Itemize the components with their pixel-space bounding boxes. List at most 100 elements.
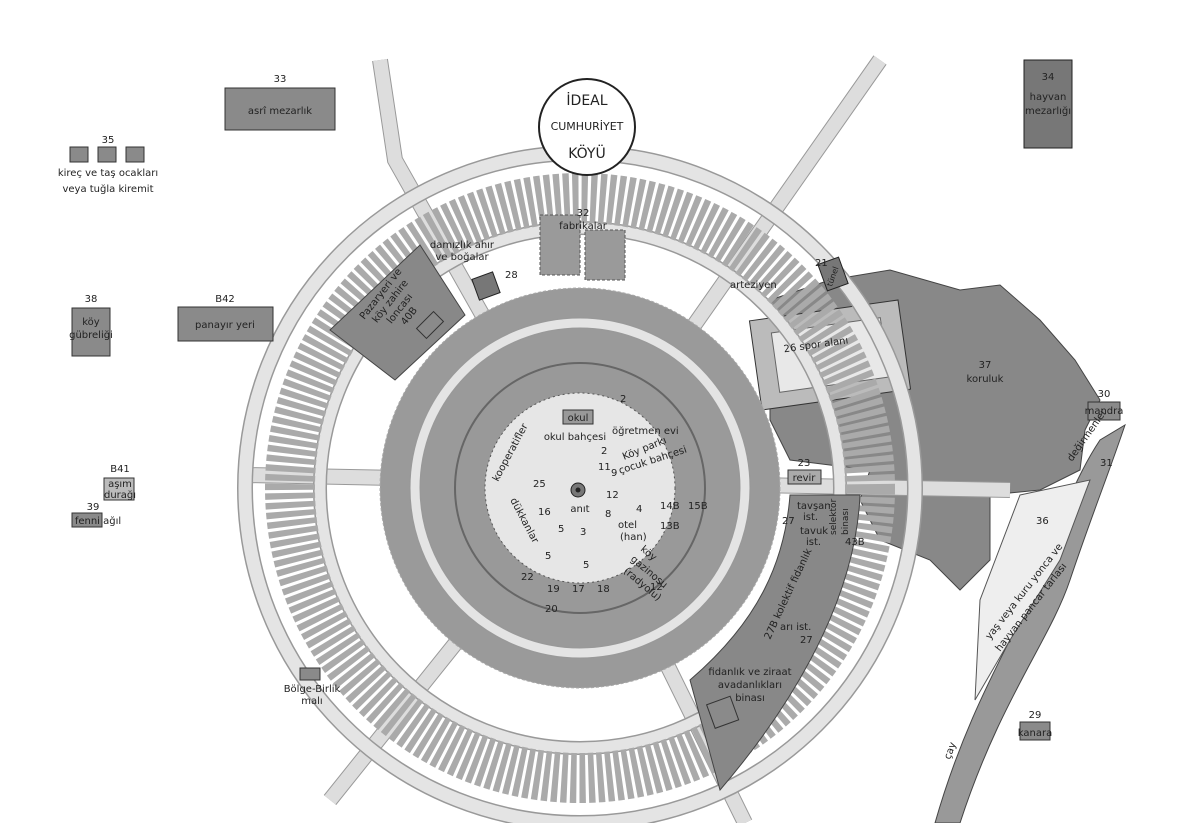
map-shape <box>538 78 636 176</box>
map-label: 25 <box>533 479 546 490</box>
map-label: 16 <box>538 507 551 518</box>
map-label: ist. <box>803 512 818 523</box>
map-shape <box>299 667 321 681</box>
map-label: 38 <box>85 294 98 305</box>
map-shape <box>705 695 740 729</box>
map-label: 32 <box>577 208 590 219</box>
map-label: 33 <box>274 74 287 85</box>
map-shape <box>415 310 445 340</box>
map-shape <box>1019 721 1051 741</box>
map-label: binası <box>841 508 851 535</box>
map-label: köy <box>82 317 100 328</box>
map-label: fenni ağıl <box>75 515 121 527</box>
map-shape <box>787 469 822 485</box>
map-label: 19 <box>547 584 560 595</box>
map-shape <box>177 306 274 342</box>
map-shape <box>539 214 626 281</box>
map-label: 17 <box>572 584 585 595</box>
map-label: 29 <box>1029 710 1042 721</box>
pazaryeri-zone <box>329 244 466 381</box>
map-label: otel <box>618 520 637 531</box>
map-shape <box>817 256 849 292</box>
map-label: 11 <box>598 462 611 473</box>
map-label: 3 <box>580 527 586 538</box>
map-label: fabrikalar <box>559 221 608 232</box>
map-label: kanara <box>1018 728 1052 739</box>
map-label: 37 <box>979 360 992 371</box>
map-label: veya tuğla kiremit <box>62 183 153 195</box>
map-label: 22 <box>521 572 534 583</box>
map-shape <box>1023 59 1073 149</box>
map-label: 34 <box>1042 72 1055 83</box>
map-shape <box>575 487 581 493</box>
map-label: tavuk <box>800 526 828 537</box>
map-shape <box>471 271 501 301</box>
map-shape <box>103 477 135 501</box>
map-label: anıt <box>570 504 589 515</box>
map-label: arteziyen <box>730 280 777 291</box>
map-label: 43B <box>845 537 865 548</box>
map-label: mandra <box>1085 406 1124 417</box>
map-label: Bölge-Birlik <box>284 684 341 695</box>
map-label: 5 <box>558 524 564 535</box>
map-label: gübreliği <box>69 329 113 341</box>
map-label: B41 <box>110 464 130 475</box>
map-label: 23 <box>798 458 811 469</box>
map-label: arı ist. <box>780 622 811 633</box>
map-label: hayvan <box>1030 92 1067 103</box>
yonca-field <box>974 479 1091 701</box>
map-label: KÖYÜ <box>568 144 605 162</box>
map-label: 12 <box>650 582 663 593</box>
map-label: fidanlık ve ziraat <box>708 667 791 678</box>
map-label: 39 <box>87 502 100 513</box>
map-label: 27 <box>782 516 795 527</box>
map-label: ve boğalar <box>435 251 489 263</box>
map-label: öğretmen evi <box>612 425 679 437</box>
map-label: 30 <box>1098 389 1111 400</box>
map-shape <box>71 307 111 357</box>
title-logo: İDEAL CUMHURİYET KÖYÜ <box>538 78 636 176</box>
map-label: okul bahçesi <box>544 432 606 443</box>
map-label: 27 <box>800 635 813 646</box>
map-shape <box>69 146 89 163</box>
map-label: 5 <box>583 560 589 571</box>
map-label: CUMHURİYET <box>551 120 624 133</box>
map-label: tavşan <box>797 501 831 512</box>
map-label: 13B <box>660 521 680 532</box>
map-label: damızlık ahır <box>430 240 495 251</box>
map-shape <box>265 173 895 803</box>
map-label: panayır yeri <box>195 320 255 331</box>
map-label: 2 <box>601 446 607 457</box>
map-label: 9 <box>611 468 617 479</box>
map-label: 15B <box>688 501 708 512</box>
map-label: avadanlıkları <box>718 680 782 691</box>
map-label: İDEAL <box>566 91 607 109</box>
map-label: mezarlığı <box>1025 105 1071 117</box>
map-label: 28 <box>505 270 518 281</box>
map-label: 2 <box>620 394 626 405</box>
map-label: 5 <box>545 551 551 562</box>
map-label: 18 <box>597 584 610 595</box>
map-label: asrî mezarlık <box>248 105 312 117</box>
map-label: kireç ve taş ocakları <box>58 168 158 179</box>
map-label: 36 <box>1036 516 1049 527</box>
map-label: revir <box>793 473 817 484</box>
map-shape <box>125 146 145 163</box>
map-label: (han) <box>620 532 647 543</box>
map-label: okul <box>568 413 589 424</box>
map-label: koruluk <box>967 374 1004 385</box>
map-shape <box>1087 401 1121 421</box>
map-label: durağı <box>104 489 136 501</box>
map-label: 21 <box>815 258 828 269</box>
map-label: B42 <box>215 294 235 305</box>
map-label: 4 <box>636 504 642 515</box>
map-shape <box>562 409 594 425</box>
map-label: 14B <box>660 501 680 512</box>
map-shape <box>97 146 117 163</box>
map-label: 12 <box>606 490 619 501</box>
map-label: selektör <box>829 498 839 535</box>
map-label: aşım <box>108 479 132 490</box>
map-shape <box>71 512 103 528</box>
map-label: binası <box>735 693 765 704</box>
